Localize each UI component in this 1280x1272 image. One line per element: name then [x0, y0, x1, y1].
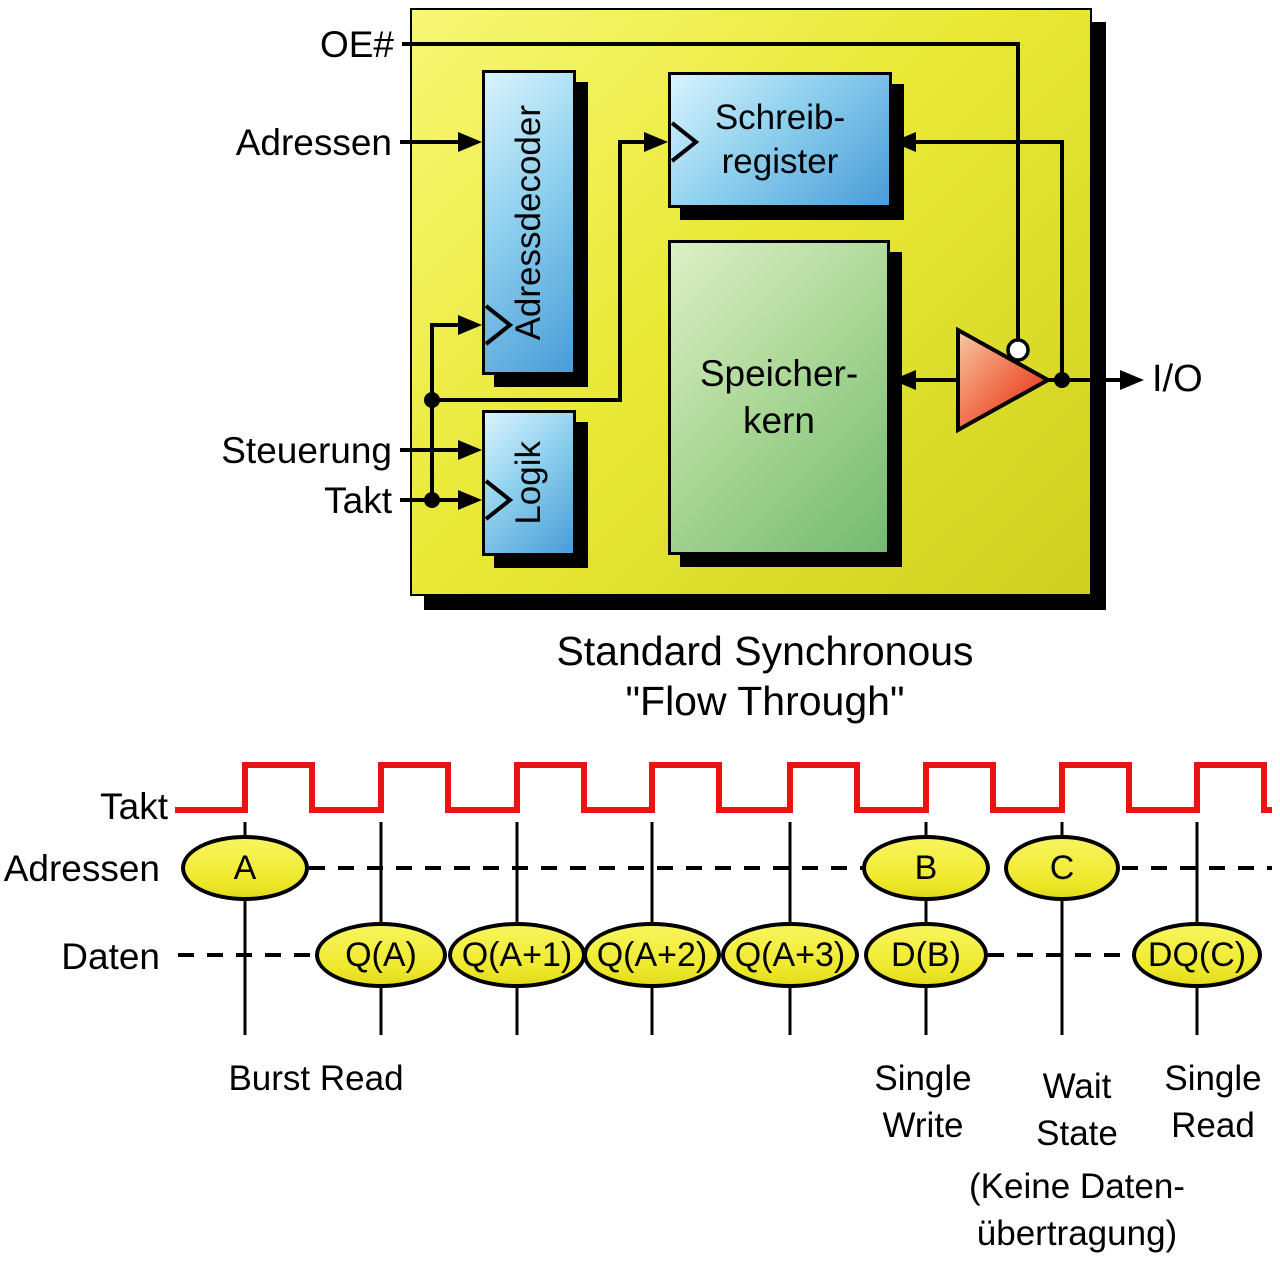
annotation-wait-state: Wait State: [997, 1064, 1157, 1158]
annotation-single-read: Single Read: [1146, 1056, 1280, 1150]
speicherkern-line1: Speicher-: [699, 353, 859, 395]
address-bubble-a: A: [181, 835, 309, 901]
block-adressdecoder: Adressdecoder: [482, 70, 576, 375]
schreibregister-line1: Schreib-: [714, 98, 846, 138]
data-bubble-qa: Q(A): [315, 922, 447, 988]
block-adressdecoder-label: Adressdecoder: [509, 104, 548, 341]
data-bubble-qa2: Q(A+2): [583, 922, 721, 988]
schreibregister-line2: register: [721, 142, 839, 181]
block-schreibregister: Schreib- register: [668, 72, 892, 208]
wait-state-line1: Wait: [1042, 1067, 1112, 1106]
single-read-line1: Single: [1164, 1059, 1262, 1098]
block-schreibregister-label: Schreib- register: [715, 96, 845, 184]
signal-label-steuerung: Steuerung: [221, 430, 392, 471]
data-bubble-dqc: DQ(C): [1132, 922, 1262, 988]
speicherkern-line2: kern: [743, 399, 815, 441]
no-transfer-line2: übertragung): [976, 1213, 1178, 1253]
timing-label-daten: Daten: [61, 936, 160, 977]
signal-label-io: I/O: [1152, 358, 1203, 400]
caption-line2: "Flow Through": [625, 678, 905, 724]
annotation-no-transfer: (Keine Daten- übertragung): [942, 1164, 1212, 1258]
timing-label-adressen: Adressen: [3, 848, 160, 889]
caption-line1: Standard Synchronous: [556, 628, 974, 674]
data-bubble-db: D(B): [864, 922, 988, 988]
clock-waveform: [175, 762, 1272, 813]
signal-label-adressen: Adressen: [235, 122, 392, 163]
block-logik-label: Logik: [509, 441, 548, 525]
single-write-line2: Write: [882, 1105, 964, 1145]
timing-label-takt: Takt: [100, 786, 168, 827]
single-write-line1: Single: [874, 1059, 972, 1098]
block-logik: Logik: [482, 410, 576, 556]
annotation-single-write: Single Write: [843, 1056, 1003, 1150]
signal-label-takt: Takt: [324, 480, 392, 521]
block-speicherkern: Speicher- kern: [668, 240, 890, 555]
signal-label-oe: OE#: [319, 24, 394, 65]
address-bubble-c: C: [1004, 835, 1120, 901]
data-bubble-qa1: Q(A+1): [448, 922, 586, 988]
wait-state-line2: State: [1036, 1113, 1118, 1153]
single-read-line2: Read: [1171, 1105, 1255, 1145]
address-bubble-b: B: [862, 835, 990, 901]
data-bubble-qa3: Q(A+3): [721, 922, 859, 988]
annotation-burst-read: Burst Read: [228, 1059, 404, 1098]
arrow-io-out: [1120, 370, 1144, 390]
no-transfer-line1: (Keine Daten-: [969, 1167, 1185, 1206]
block-speicherkern-label: Speicher- kern: [700, 351, 858, 444]
